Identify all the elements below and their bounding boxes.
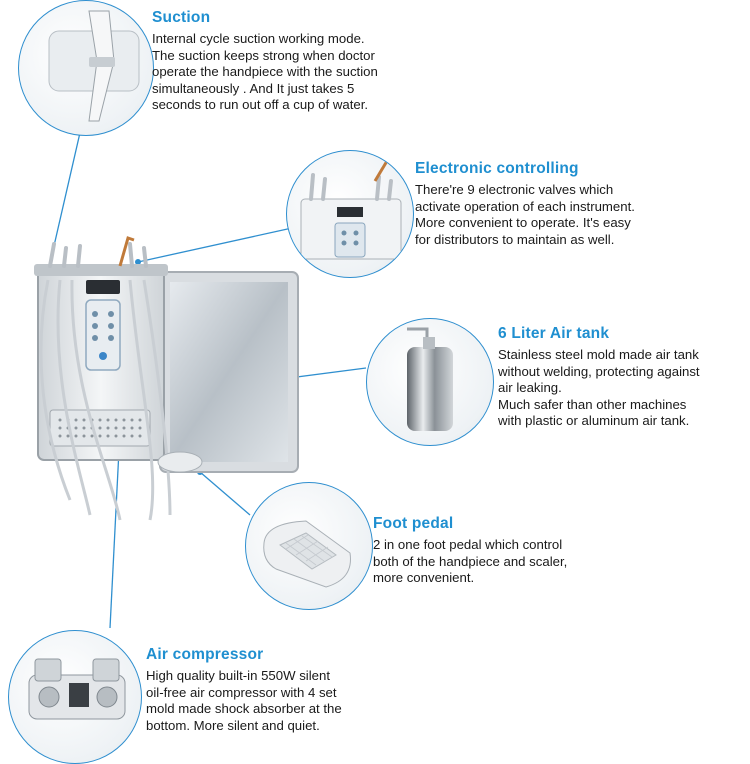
description-line: seconds to run out off a cup of water. [152,97,369,112]
description-line: air leaking. [498,380,562,395]
description-line: bottom. More silent and quiet. [146,717,320,733]
suction-photo-circle [18,0,154,136]
description-line: More convenient to operate. It's easy [415,215,631,230]
description-line: Internal cycle suction working mode. [152,31,365,46]
feature-title: Electronic controlling [415,160,579,177]
feature-description: There're 9 electronic valves which activ… [415,182,735,248]
description-line: oil-free air compressor with 4 set [146,684,337,700]
airtank-photo-circle [366,318,494,446]
description-line: activate operation of each instrument. [415,198,635,214]
air-tank-icon [407,327,453,431]
suction-tube-icon [48,10,140,122]
feature-description: Internal cycle suction working mode. The… [152,31,452,114]
feature-title: Air compressor [146,646,264,663]
description-line: High quality built-in 550W silent [146,668,330,683]
description-line: The suction keeps strong when doctor [152,47,375,63]
description-line: operate the handpiece with the suction [152,64,378,79]
description-line: for distributors to maintain as well. [415,231,615,247]
feature-title: 6 Liter Air tank [498,325,610,342]
feature-compressor: Air compressor High quality built-in 550… [146,646,446,734]
electronic-photo-circle [286,150,414,278]
description-line: mold made shock absorber at the [146,701,342,716]
feature-electronic: Electronic controlling There're 9 electr… [415,160,735,248]
description-line: both of the handpiece and scaler, [373,553,568,569]
compressor-photo-circle [8,630,142,764]
description-line: without welding, protecting against [498,363,700,379]
description-line: more convenient. [373,570,475,585]
feature-suction: Suction Internal cycle suction working m… [152,9,452,114]
control-panel-icon [300,160,402,260]
feature-pedal: Foot pedal 2 in one foot pedal which con… [373,515,663,587]
description-line: Stainless steel mold made air tank [498,347,699,362]
pedal-photo-circle [245,482,373,610]
feature-title: Suction [152,9,211,26]
description-line: Much safer than other machines [498,396,687,412]
feature-airtank: 6 Liter Air tank Stainless steel mold ma… [498,325,748,430]
description-line: with plastic or aluminum air tank. [498,413,690,428]
description-line: 2 in one foot pedal which control [373,537,563,552]
description-line: There're 9 electronic valves which [415,182,614,197]
feature-description: High quality built-in 550W silent oil-fr… [146,668,446,734]
feature-title: Foot pedal [373,515,454,532]
feature-description: Stainless steel mold made air tank witho… [498,347,748,430]
feature-description: 2 in one foot pedal which control both o… [373,537,663,587]
description-line: simultaneously . And It just takes 5 [152,80,355,96]
air-compressor-icon [28,658,126,720]
dental-unit-illustration [34,236,299,521]
foot-pedal-icon [263,520,351,588]
